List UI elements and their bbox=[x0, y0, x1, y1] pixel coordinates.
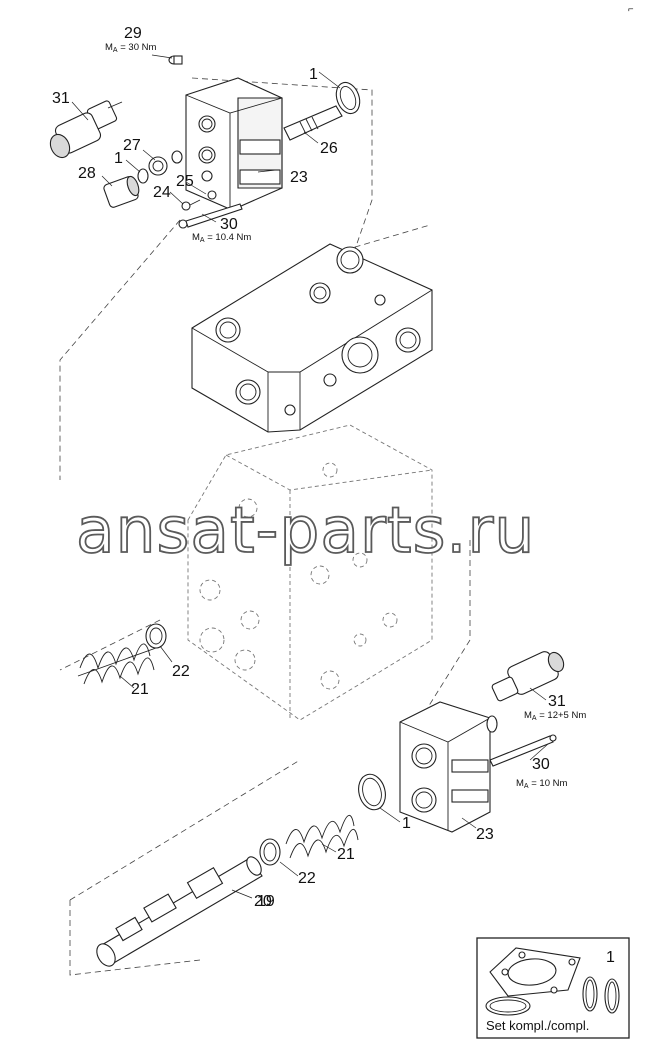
part-19-20-main-spool bbox=[96, 856, 263, 967]
watermark-text: ansat-parts.ru bbox=[76, 494, 535, 567]
torque-30-bottom: MA = 10 Nm bbox=[516, 778, 567, 790]
callout-23-top: 23 bbox=[290, 169, 308, 186]
part-1-oring-top bbox=[335, 81, 361, 115]
callout-27: 27 bbox=[123, 137, 141, 154]
callout-1-top: 1 bbox=[309, 66, 318, 83]
part-31-solenoid-bottom bbox=[491, 651, 565, 702]
part-29-plug bbox=[168, 55, 183, 65]
part-22-washer-bottom bbox=[259, 838, 281, 866]
callout-20: 20 bbox=[254, 893, 272, 910]
callout-31-bottom: 31 bbox=[548, 693, 566, 710]
torque-30-top: MA = 10.4 Nm bbox=[192, 232, 251, 244]
callout-28: 28 bbox=[78, 165, 96, 182]
part-22-washer-left bbox=[145, 623, 167, 649]
part-24-25-screw-washer bbox=[181, 190, 217, 211]
callout-21-bottom: 21 bbox=[337, 846, 355, 863]
part-30-bolt-top bbox=[178, 203, 243, 229]
leader-lines bbox=[71, 54, 549, 899]
seal-kit-label: Set kompl./compl. bbox=[486, 1018, 589, 1033]
callout-30-bottom: 30 bbox=[532, 756, 550, 773]
callout-22-left: 22 bbox=[172, 663, 190, 680]
assembly-guide-lines bbox=[59, 77, 471, 976]
part-27-cap bbox=[148, 150, 183, 176]
part-31-solenoid-top bbox=[49, 100, 123, 159]
callout-30-top: 30 bbox=[220, 216, 238, 233]
part-21-spring-left bbox=[77, 643, 157, 685]
torque-31-bottom: MA = 12+5 Nm bbox=[524, 710, 586, 722]
part-1-oring-mid bbox=[137, 168, 149, 184]
callout-1-bottom: 1 bbox=[402, 815, 411, 832]
seal-kit-number: 1 bbox=[606, 949, 615, 966]
valve-housing-bottom-ghost bbox=[187, 424, 433, 721]
corner-mark: ⌐ bbox=[628, 4, 634, 15]
callout-22-bottom: 22 bbox=[298, 870, 316, 887]
callout-19: 19 bbox=[257, 893, 275, 910]
valve-housing-top bbox=[191, 243, 433, 433]
part-26-spool bbox=[283, 105, 343, 141]
part-28-cover bbox=[103, 175, 140, 208]
callout-23-bottom: 23 bbox=[476, 826, 494, 843]
callout-1-mid: 1 bbox=[114, 150, 123, 167]
callout-26: 26 bbox=[320, 140, 338, 157]
callout-31-top: 31 bbox=[52, 90, 70, 107]
part-1-oring-bottom bbox=[358, 773, 386, 811]
part-21-spring-bottom bbox=[285, 815, 359, 859]
part-23-block-bottom bbox=[399, 701, 498, 833]
callout-29: 29 bbox=[124, 25, 142, 42]
torque-29: MA = 30 Nm bbox=[105, 42, 156, 54]
callout-25: 25 bbox=[176, 173, 194, 190]
callout-24: 24 bbox=[153, 184, 171, 201]
seal-kit-box: 1 Set kompl./compl. bbox=[476, 937, 630, 1039]
callout-21-left: 21 bbox=[131, 681, 149, 698]
part-30-bolt-bottom bbox=[489, 734, 557, 767]
top-section-block bbox=[185, 77, 283, 211]
